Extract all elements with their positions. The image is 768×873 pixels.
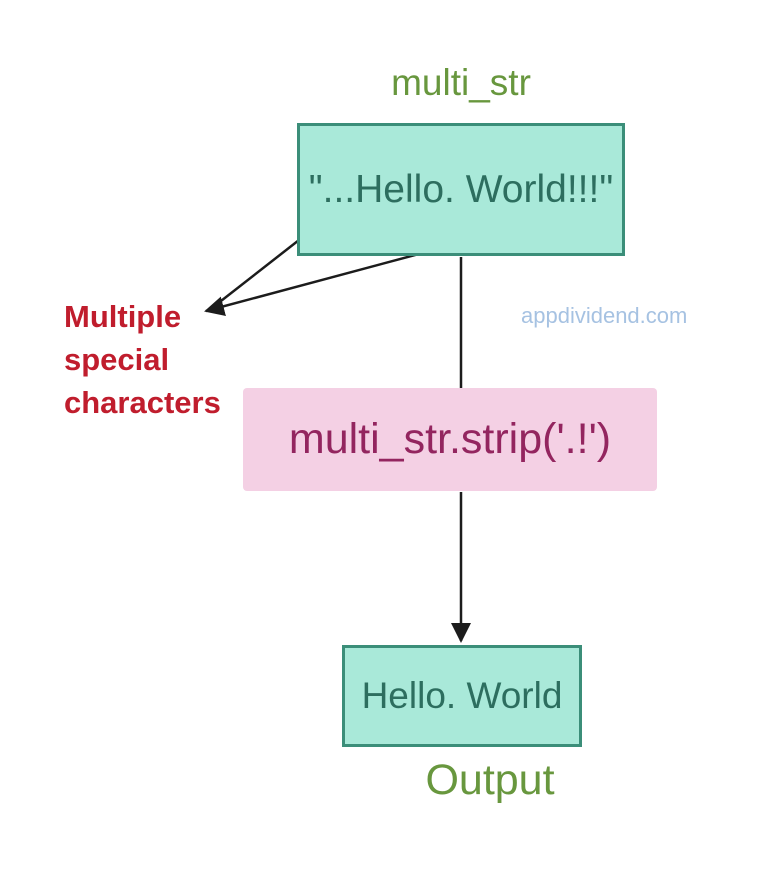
annotation-line-2: special bbox=[64, 342, 170, 377]
annotation-line-3: characters bbox=[64, 385, 221, 420]
special-chars-annotation: Multiple special characters bbox=[64, 295, 264, 424]
output-string-text: Hello. World bbox=[361, 675, 563, 716]
output-string-box: Hello. World bbox=[342, 645, 582, 747]
input-string-text: "...Hello. World!!!" bbox=[308, 167, 614, 211]
strip-method-text: multi_str.strip('.!') bbox=[288, 415, 612, 463]
annotation-line-1: Multiple bbox=[64, 299, 182, 334]
variable-name-label: multi_str bbox=[391, 62, 531, 103]
watermark-label: appdividend.com bbox=[521, 303, 688, 328]
output-label: Output bbox=[425, 756, 555, 804]
strip-method-box: multi_str.strip('.!') bbox=[243, 388, 657, 491]
input-string-box: "...Hello. World!!!" bbox=[297, 123, 625, 256]
